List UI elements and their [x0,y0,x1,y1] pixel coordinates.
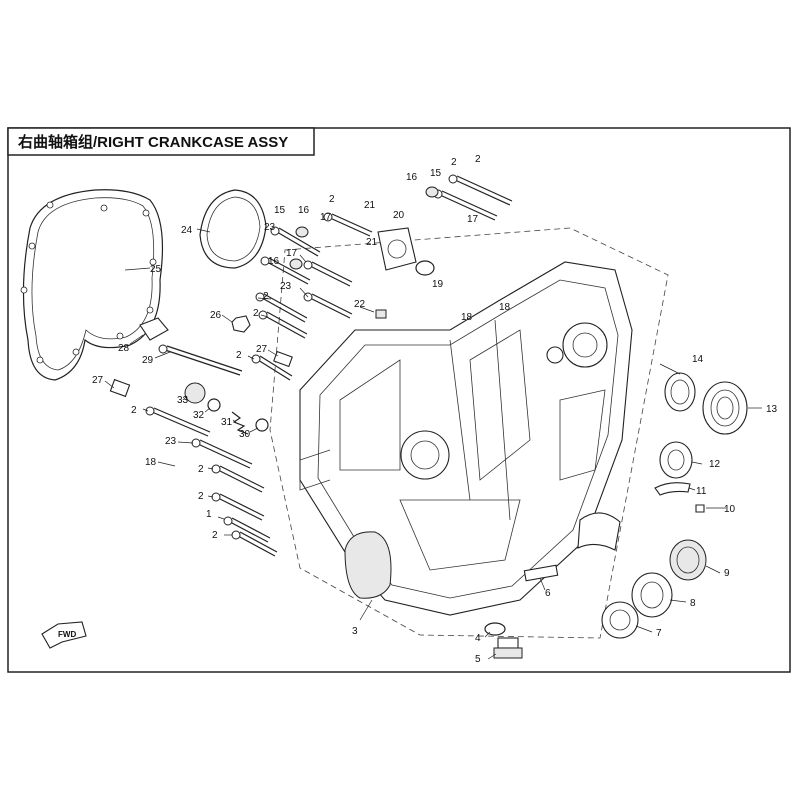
pin-22 [375,309,387,319]
dowel-27b [109,378,131,398]
callout-18-left: 18 [145,457,157,468]
gasket-24 [199,189,267,269]
washers-16 [289,186,439,270]
bushing-main [577,512,621,551]
callout-33: 33 [177,395,189,406]
cover-20 [377,227,417,271]
callout-2-top-b: 2 [451,157,457,168]
callout-17-top: 17 [320,212,332,223]
callout-6: 6 [545,588,551,599]
callout-17-mid: 17 [286,248,298,259]
nut-26 [231,315,251,333]
callout-27-left: 27 [92,375,104,386]
bolt-heads [145,174,458,540]
callout-31: 31 [221,417,233,428]
callout-2-mid-b: 2 [253,308,259,319]
callout-28: 28 [118,343,130,354]
o-ring-19 [415,260,435,276]
gasket-24-inner [206,196,261,262]
callout-8: 8 [690,598,696,609]
title-box [7,127,315,156]
callout-19: 19 [432,279,444,290]
callout-23-left: 23 [165,436,177,447]
callout-9: 9 [724,568,730,579]
callout-2-mid-c: 2 [236,350,242,361]
callout-2-mid-a: 2 [263,291,269,302]
bolt-10 [695,504,705,513]
callout-3: 3 [352,626,358,637]
callout-15-top: 15 [274,205,286,216]
callout-4: 4 [475,633,481,644]
callout-16-top-right: 16 [406,172,418,183]
bearing-13 [702,381,748,435]
diagram-frame [7,127,791,673]
callout-29: 29 [142,355,154,366]
callout-14: 14 [692,354,704,365]
shim-11 [654,482,691,496]
gasket-25 [22,189,164,381]
callout-27-mid: 27 [256,344,268,355]
right-crankcase-body [299,261,633,616]
callout-18-mid-b: 18 [499,302,511,313]
callout-2-left-b: 2 [198,464,204,475]
fwd-label: FWD [58,630,76,639]
bearing-8 [631,572,673,618]
callout-2-top-c: 2 [475,154,481,165]
callout-25: 25 [150,264,162,275]
callout-21-b: 21 [366,237,378,248]
spring-31 [231,411,249,435]
diagram-title: 右曲轴箱组/RIGHT CRANKCASE ASSY [18,133,288,151]
leader-lines [104,228,762,660]
callout-17-right: 17 [467,214,479,225]
callout-24: 24 [181,225,193,236]
callout-2-left-d: 2 [212,530,218,541]
callout-12: 12 [709,459,721,470]
callout-labels: 25 24 28 29 27 2 23 18 1 26 2 2 2 2 2 2 … [92,154,778,665]
o-ring-32 [207,398,221,412]
callout-32: 32 [193,410,205,421]
callout-13: 13 [766,404,778,415]
drain-bolt-5 [493,637,523,659]
callout-23-mid: 23 [280,281,292,292]
ball-30 [255,418,269,432]
callout-20: 20 [393,210,405,221]
callout-15-top-right: 15 [430,168,442,179]
callout-22: 22 [354,299,366,310]
gasket-25-inner [31,197,155,371]
callout-30: 30 [239,429,251,440]
callout-23-top: 23 [264,222,276,233]
callout-7: 7 [656,628,662,639]
bracket-28 [139,317,169,341]
callout-2-left-a: 2 [131,405,137,416]
gasket-bolt-holes [20,201,157,364]
callout-11: 11 [696,486,707,497]
fwd-arrow-icon: FWD [41,621,87,649]
callout-2-left-c: 2 [198,491,204,502]
assembly-outline [269,227,669,639]
callout-1: 1 [206,509,212,520]
bolt-set [151,175,513,557]
callout-2-top-a: 2 [329,194,335,205]
seal-7 [601,601,639,639]
bearing-12 [659,441,693,479]
callout-5: 5 [475,654,481,665]
dowel-27 [273,350,293,368]
callout-26: 26 [210,310,222,321]
seal-14 [664,372,696,412]
callout-10: 10 [724,504,736,515]
seal-9 [669,539,707,581]
callout-16-mid: 16 [268,256,280,267]
washer-4 [484,622,506,636]
screen-6 [523,564,559,582]
callout-18-mid-a: 18 [461,312,473,323]
callout-16-top: 16 [298,205,310,216]
gear-33 [184,382,206,404]
callout-21-a: 21 [364,200,376,211]
